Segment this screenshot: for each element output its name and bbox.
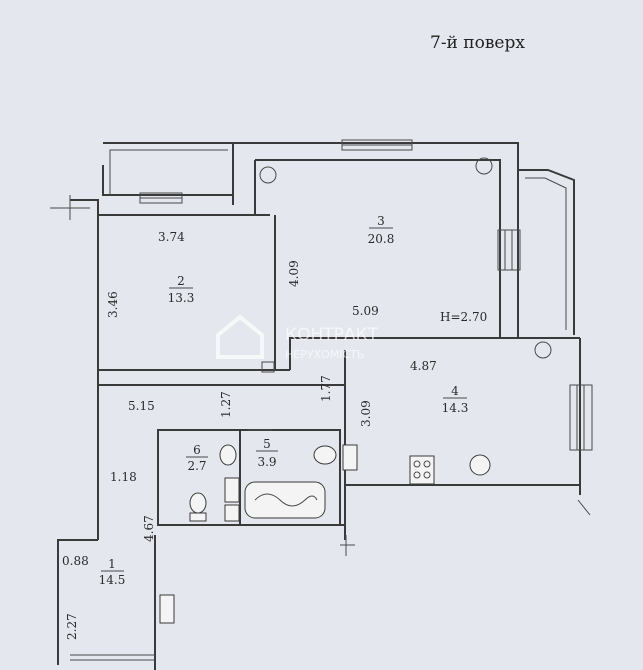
kitchen-sink-icon xyxy=(469,454,491,476)
sink-icon xyxy=(313,445,337,465)
dimension-label: 0.88 xyxy=(62,554,89,568)
dimension-label: 5.09 xyxy=(352,304,379,318)
room-5-area: 3.9 xyxy=(257,455,276,469)
column-marker xyxy=(534,341,552,359)
room-3-area: 20.8 xyxy=(368,232,395,246)
room-5-number: 5 xyxy=(263,437,271,451)
bathtub-icon xyxy=(244,481,326,519)
watermark: КОНТРАКТ НЕРУХОМІСТЬ xyxy=(216,314,379,361)
ceiling-height: H=2.70 xyxy=(440,310,487,324)
toilet-icon xyxy=(189,492,207,514)
room-3-number: 3 xyxy=(377,214,385,228)
fixtures xyxy=(159,157,552,624)
column-marker xyxy=(475,157,493,175)
stove-icon xyxy=(409,455,435,485)
floor-label: 7-й поверх xyxy=(430,33,525,53)
room-1-area: 14.5 xyxy=(99,573,126,587)
walls xyxy=(57,139,593,670)
room-labels: 1 14.5 2 13.3 3 20.8 4 14.3 5 3.9 6 2.7 xyxy=(99,214,469,587)
room-6-number: 6 xyxy=(193,443,201,457)
room-1-number: 1 xyxy=(108,557,116,571)
room-6-area: 2.7 xyxy=(187,459,206,473)
room-4-area: 14.3 xyxy=(442,401,469,415)
dimension-label: 1.27 xyxy=(219,391,233,418)
room-2-area: 13.3 xyxy=(168,291,195,305)
house-logo-icon xyxy=(216,314,264,359)
dimension-label: 3.09 xyxy=(359,400,373,427)
sink-icon xyxy=(219,444,237,466)
dimension-label: 4.67 xyxy=(142,515,156,542)
door-markers xyxy=(50,195,591,556)
dimension-label: 2.27 xyxy=(65,613,79,640)
dimension-label: 1.18 xyxy=(110,470,137,484)
dimension-label: 5.15 xyxy=(128,399,155,413)
sink-cabinet-icon xyxy=(342,444,358,471)
column-marker xyxy=(259,166,277,184)
room-4-number: 4 xyxy=(451,384,459,398)
radiator-icon xyxy=(159,594,175,624)
dimension-label: 3.46 xyxy=(106,291,120,318)
watermark-line2: НЕРУХОМІСТЬ xyxy=(285,348,364,361)
dimension-label: 4.09 xyxy=(287,260,301,287)
boiler-icon xyxy=(224,477,240,503)
watermark-line1: КОНТРАКТ xyxy=(285,325,379,345)
dimension-label: 3.74 xyxy=(158,230,185,244)
dimension-label: 4.87 xyxy=(410,359,437,373)
dimension-label: 1.77 xyxy=(319,375,333,402)
dimensions: 3.74 3.46 4.09 5.09 4.87 3.09 1.77 5.15 … xyxy=(62,230,437,640)
room-2-number: 2 xyxy=(177,274,185,288)
